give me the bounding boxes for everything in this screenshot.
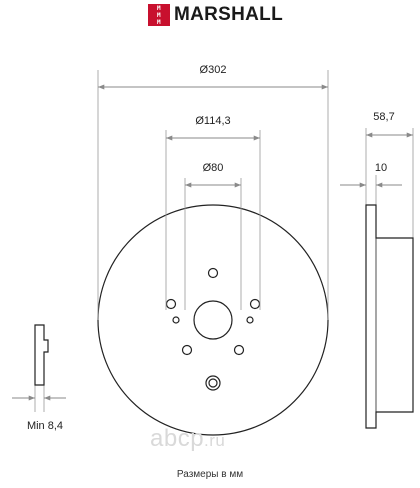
locating-hole-inner (208, 378, 218, 388)
disc-side-profile (365, 204, 414, 429)
bolt-hole (207, 267, 219, 279)
locating-hole (205, 375, 221, 391)
watermark-tld: .ru (204, 431, 226, 450)
bolt-hole (165, 298, 177, 310)
label-center-bore: Ø80 (203, 162, 224, 174)
disc-front-view (97, 204, 329, 436)
brand-mark-line: M (156, 4, 162, 12)
label-total-height: 58,7 (373, 111, 394, 123)
label-disc-thickness: 10 (375, 162, 387, 174)
center-bore (193, 300, 233, 340)
brand-logo: M M M MARSHALL (148, 2, 283, 28)
label-bolt-circle: Ø114,3 (195, 115, 230, 127)
units-caption: Размеры в мм (176, 469, 244, 480)
bolt-hole (181, 344, 193, 356)
min-thickness-section (34, 324, 49, 386)
bolt-hole (233, 344, 245, 356)
label-min-thickness: Min 8,4 (27, 420, 63, 432)
small-hole (246, 316, 254, 324)
brand-mark-line: M (156, 11, 162, 19)
disc-outer-edge (97, 204, 329, 436)
bolt-hole (249, 298, 261, 310)
extension-lines (34, 70, 414, 412)
brand-mark-line: M (156, 18, 162, 26)
abcp-watermark: abcp.ru (150, 425, 225, 453)
label-outer-diameter: Ø302 (200, 64, 227, 76)
brand-name: MARSHALL (174, 4, 283, 25)
small-hole (172, 316, 180, 324)
watermark-main: abcp (150, 425, 205, 452)
dimension-lines (12, 84, 413, 401)
brand-mark-icon: M M M (148, 4, 170, 26)
